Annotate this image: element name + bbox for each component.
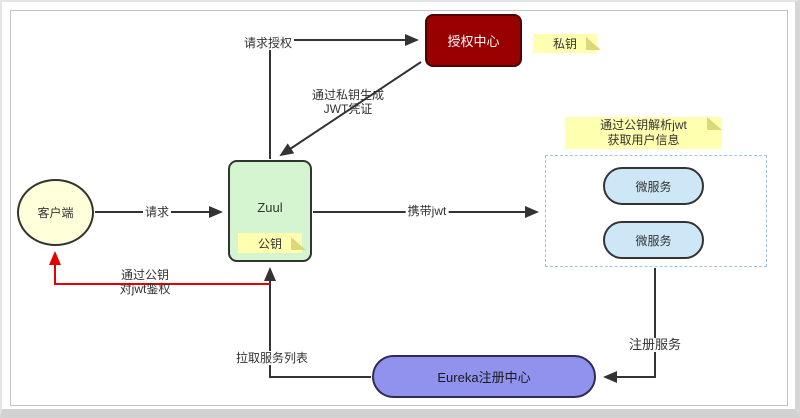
auth-center-label: 授权中心 <box>447 34 500 49</box>
private-key-note-label: 私钥 <box>552 37 577 51</box>
microservice-top-label: 微服务 <box>635 179 672 194</box>
microservice-node-top: 微服务 <box>603 167 704 205</box>
edge-label-gen-jwt: 通过私钥生成 JWT凭证 <box>312 88 384 116</box>
parse-jwt-note-line1: 通过公钥解析jwt <box>600 118 687 132</box>
parse-jwt-note: 通过公钥解析jwt 获取用户信息 <box>565 117 722 149</box>
microservice-bottom-label: 微服务 <box>635 233 672 248</box>
microservice-node-bottom: 微服务 <box>603 221 704 259</box>
public-key-note: 公钥 <box>238 233 306 253</box>
private-key-note: 私钥 <box>533 34 601 53</box>
public-key-note-label: 公钥 <box>257 236 282 251</box>
client-label: 客户端 <box>37 206 74 220</box>
edge-label-verify-jwt-line2: 对jwt鉴权 <box>119 282 171 296</box>
parse-jwt-note-line2: 获取用户信息 <box>607 133 680 147</box>
parse-jwt-note-text: 通过公钥解析jwt 获取用户信息 <box>600 118 687 148</box>
note-fold-icon <box>707 117 722 130</box>
microservices-group-box <box>545 155 767 267</box>
edge-register-service <box>603 268 656 383</box>
edge-label-pull-services: 拉取服务列表 <box>233 351 311 365</box>
edge-gen-jwt <box>279 61 422 157</box>
zuul-label: Zuul <box>257 200 283 215</box>
edge-label-gen-jwt-line1: 通过私钥生成 <box>311 88 385 102</box>
eureka-label: Eureka注册中心 <box>437 370 531 385</box>
edge-verify-jwt <box>49 251 270 285</box>
edge-label-carry-jwt: 携带jwt <box>405 204 449 218</box>
edge-label-request-auth: 请求授权 <box>241 36 295 50</box>
edge-label-verify-jwt: 通过公钥 对jwt鉴权 <box>120 268 171 296</box>
client-node: 客户端 <box>17 179 94 246</box>
edge-label-verify-jwt-line1: 通过公钥 <box>120 268 170 282</box>
edge-label-request: 请求 <box>142 205 172 219</box>
eureka-node: Eureka注册中心 <box>372 355 596 398</box>
edge-pull-services <box>264 267 371 378</box>
edge-label-gen-jwt-line2: JWT凭证 <box>323 102 373 116</box>
auth-center-node: 授权中心 <box>425 14 522 67</box>
edge-label-register-service: 注册服务 <box>626 337 684 352</box>
